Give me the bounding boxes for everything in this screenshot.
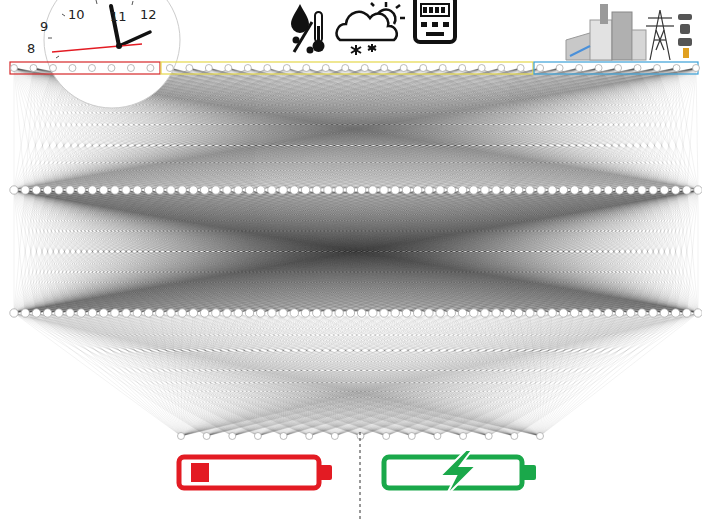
network [14,68,698,436]
weight-line [14,68,36,190]
